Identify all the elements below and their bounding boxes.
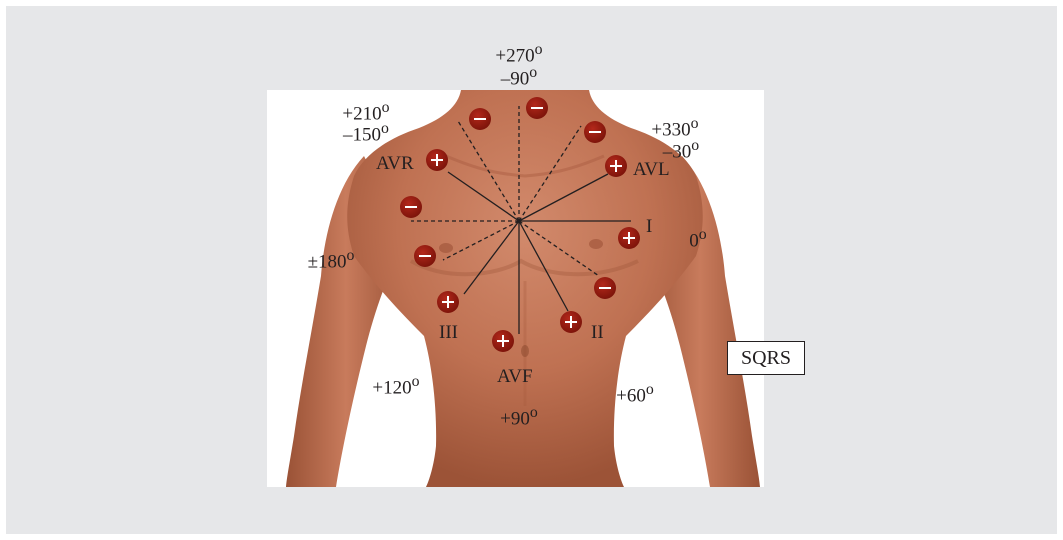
electrode-III-negative (584, 121, 606, 143)
electrode-AVF-negative (526, 97, 548, 119)
degree-mark: o (691, 137, 699, 154)
electrode-I-negative (400, 196, 422, 218)
electrode-AVL-positive (605, 155, 627, 177)
navel (521, 345, 529, 357)
degree-mark: o (530, 404, 538, 421)
electrode-AVR-positive (426, 149, 448, 171)
lead-label-II: II (591, 323, 604, 343)
angle-label-zero: 0o (678, 225, 718, 251)
degree-mark: o (382, 99, 390, 116)
electrode-AVF-positive (492, 330, 514, 352)
angle-value-plus60: +60 (616, 385, 646, 406)
electrode-II-positive (560, 311, 582, 333)
degree-mark: o (699, 226, 707, 243)
electrode-I-positive (618, 227, 640, 249)
angle-value-minus90: –90 (501, 68, 530, 89)
degree-mark: o (412, 373, 420, 390)
angle-value-plusminus180: ±180 (308, 251, 347, 272)
lead-label-AVL: AVL (633, 160, 670, 180)
lead-label-AVR: AVR (376, 154, 414, 174)
angle-value-plus90: +90 (500, 408, 530, 429)
angle-label-minus90: –90o (484, 63, 554, 89)
angle-label-plus60: +60o (607, 380, 663, 406)
angle-value-minus30: –30 (663, 141, 692, 162)
lead-label-III: III (439, 323, 458, 343)
electrode-AVR-negative (594, 277, 616, 299)
nipple-right (439, 243, 453, 253)
electrode-III-positive (437, 291, 459, 313)
angle-label-minus150: –150o (331, 119, 401, 145)
degree-mark: o (381, 120, 389, 137)
angle-label-plus90: +90o (489, 403, 549, 429)
lead-label-I: I (646, 217, 652, 237)
electrode-AVL-negative (414, 245, 436, 267)
degree-mark: o (347, 247, 355, 264)
angle-label-plus120: +120o (363, 372, 429, 398)
degree-mark: o (529, 64, 537, 81)
lead-label-AVF: AVF (497, 367, 533, 387)
angle-value-zero: 0 (689, 230, 699, 251)
sqrs-label-box: SQRS (727, 341, 805, 375)
degree-mark: o (646, 381, 654, 398)
figure-background: AVR AVL I III II AVF +270o –90o +210o –1… (6, 6, 1057, 534)
angle-value-minus150: –150 (343, 124, 381, 145)
degree-mark: o (535, 41, 543, 58)
nipple-left (589, 239, 603, 249)
angle-value-plus120: +120 (372, 377, 411, 398)
angle-label-minus30: –30o (651, 136, 711, 162)
degree-mark: o (691, 115, 699, 132)
angle-label-plusminus180: ±180o (298, 246, 364, 272)
electrode-II-negative (469, 108, 491, 130)
